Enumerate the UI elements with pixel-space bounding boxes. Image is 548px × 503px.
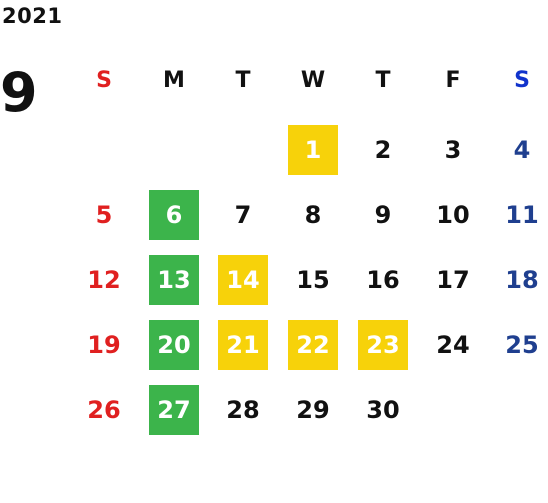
calendar-day-4[interactable]: 4 bbox=[513, 136, 531, 164]
calendar-day-11[interactable]: 11 bbox=[505, 201, 539, 229]
calendar-day-20[interactable]: 20 bbox=[149, 320, 199, 370]
calendar-day-5[interactable]: 5 bbox=[95, 201, 113, 229]
calendar-day-27[interactable]: 27 bbox=[149, 385, 199, 435]
calendar-day-28[interactable]: 28 bbox=[226, 396, 260, 424]
weekday-label-1: M bbox=[163, 68, 185, 93]
year-label: 2021 bbox=[2, 4, 63, 28]
calendar-day-21[interactable]: 21 bbox=[218, 320, 268, 370]
calendar-day-6[interactable]: 6 bbox=[149, 190, 199, 240]
calendar-day-16[interactable]: 16 bbox=[366, 266, 400, 294]
calendar-day-25[interactable]: 25 bbox=[505, 331, 539, 359]
calendar-day-29[interactable]: 29 bbox=[296, 396, 330, 424]
calendar-day-26[interactable]: 26 bbox=[87, 396, 121, 424]
calendar-day-8[interactable]: 8 bbox=[304, 201, 322, 229]
calendar-day-2[interactable]: 2 bbox=[374, 136, 392, 164]
calendar-day-7[interactable]: 7 bbox=[234, 201, 252, 229]
calendar-day-12[interactable]: 12 bbox=[87, 266, 121, 294]
calendar-day-30[interactable]: 30 bbox=[366, 396, 400, 424]
calendar-day-17[interactable]: 17 bbox=[436, 266, 470, 294]
weekday-label-4: T bbox=[375, 68, 391, 93]
weekday-label-6: S bbox=[514, 68, 530, 93]
calendar-day-13[interactable]: 13 bbox=[149, 255, 199, 305]
month-number: 9 bbox=[0, 61, 38, 124]
calendar-day-3[interactable]: 3 bbox=[444, 136, 462, 164]
calendar-day-9[interactable]: 9 bbox=[374, 201, 392, 229]
calendar-day-19[interactable]: 19 bbox=[87, 331, 121, 359]
calendar-day-22[interactable]: 22 bbox=[288, 320, 338, 370]
calendar-day-23[interactable]: 23 bbox=[358, 320, 408, 370]
weekday-label-2: T bbox=[235, 68, 251, 93]
calendar-day-1[interactable]: 1 bbox=[288, 125, 338, 175]
weekday-label-3: W bbox=[300, 68, 326, 93]
calendar-day-15[interactable]: 15 bbox=[296, 266, 330, 294]
weekday-label-0: S bbox=[96, 68, 112, 93]
calendar-day-10[interactable]: 10 bbox=[436, 201, 470, 229]
calendar-day-18[interactable]: 18 bbox=[505, 266, 539, 294]
calendar-day-24[interactable]: 24 bbox=[436, 331, 470, 359]
calendar-day-14[interactable]: 14 bbox=[218, 255, 268, 305]
weekday-label-5: F bbox=[445, 68, 461, 93]
